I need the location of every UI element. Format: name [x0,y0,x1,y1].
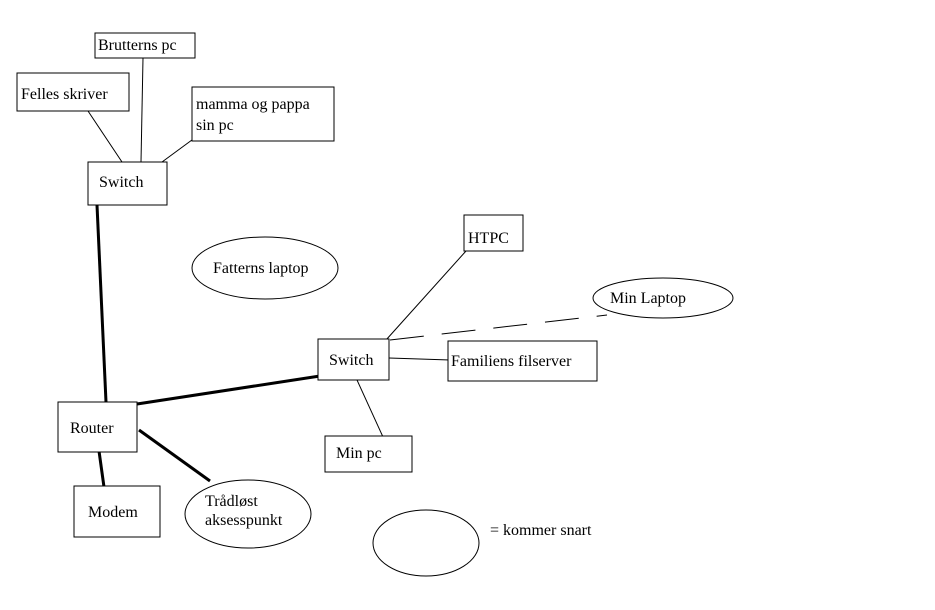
connections [87,57,608,488]
legend: = kommer snart [372,509,592,577]
label-line: Min pc [336,445,382,462]
node-htpc-label: HTPC [468,230,509,247]
edge-switch-top-felles-skriver [87,110,123,163]
node-min-pc-label: Min pc [336,445,382,462]
node-switch-right: Switch [317,338,390,381]
node-fatterns-laptop: Fatterns laptop [191,236,339,300]
label-line: HTPC [468,230,509,247]
node-modem-label: Modem [88,504,138,521]
label-line: mamma og pappa [196,96,310,113]
node-min-laptop-label: Min Laptop [610,290,686,307]
label-line: Router [70,420,114,437]
label-line: Fatterns laptop [213,260,309,277]
label-line: Switch [99,174,143,191]
node-htpc: HTPC [463,214,524,252]
node-min-pc: Min pc [324,435,413,473]
node-min-laptop: Min Laptop [592,277,734,319]
edge-switch-top-brutterns-pc [140,57,144,163]
node-switch-top-label: Switch [99,174,143,191]
label-line: Modem [88,504,138,521]
node-brutterns-pc: Brutterns pc [94,32,196,59]
node-wireless-ap: Trådløst aksesspunkt [184,479,312,549]
node-wireless-ap-label: Trådløst aksesspunkt [205,493,283,529]
label-line: Switch [329,352,373,369]
edge-router-wireless-ap [138,428,211,483]
node-felles-skriver-label: Felles skriver [21,86,108,103]
edge-switch-top-router [95,204,108,403]
node-familiens-filserver-label: Familiens filserver [451,353,572,370]
edge-switch-right-filserver [388,357,451,361]
label-line: Felles skriver [21,86,108,103]
node-modem: Modem [73,485,161,538]
label-line: Min Laptop [610,290,686,307]
node-mamma-pappa-pc-label: mamma og pappa sin pc [196,96,310,134]
label-line: Brutterns pc [98,37,177,54]
edge-router-switch-right [136,374,321,406]
edge-switch-right-min-laptop-dashed [389,314,608,341]
label-line: aksesspunkt [205,512,283,529]
node-felles-skriver: Felles skriver [16,72,130,112]
node-switch-right-label: Switch [329,352,373,369]
legend-label: = kommer snart [490,522,592,539]
node-brutterns-pc-label: Brutterns pc [98,37,177,54]
edge-switch-right-min-pc [356,379,384,438]
edge-router-modem [97,450,106,488]
edge-switch-top-mamma-pappa-pc [161,136,197,163]
node-router-label: Router [70,420,114,437]
label-line: sin pc [196,117,234,134]
node-mamma-pappa-pc: mamma og pappa sin pc [191,86,335,142]
legend-ellipse-symbol [372,509,480,577]
label-line: Familiens filserver [451,353,572,370]
node-familiens-filserver: Familiens filserver [447,340,598,382]
label-line: Trådløst [205,493,258,510]
node-router: Router [57,401,138,453]
edge-switch-right-htpc [385,250,467,341]
node-fatterns-laptop-label: Fatterns laptop [213,260,309,277]
node-switch-top: Switch [87,161,168,206]
